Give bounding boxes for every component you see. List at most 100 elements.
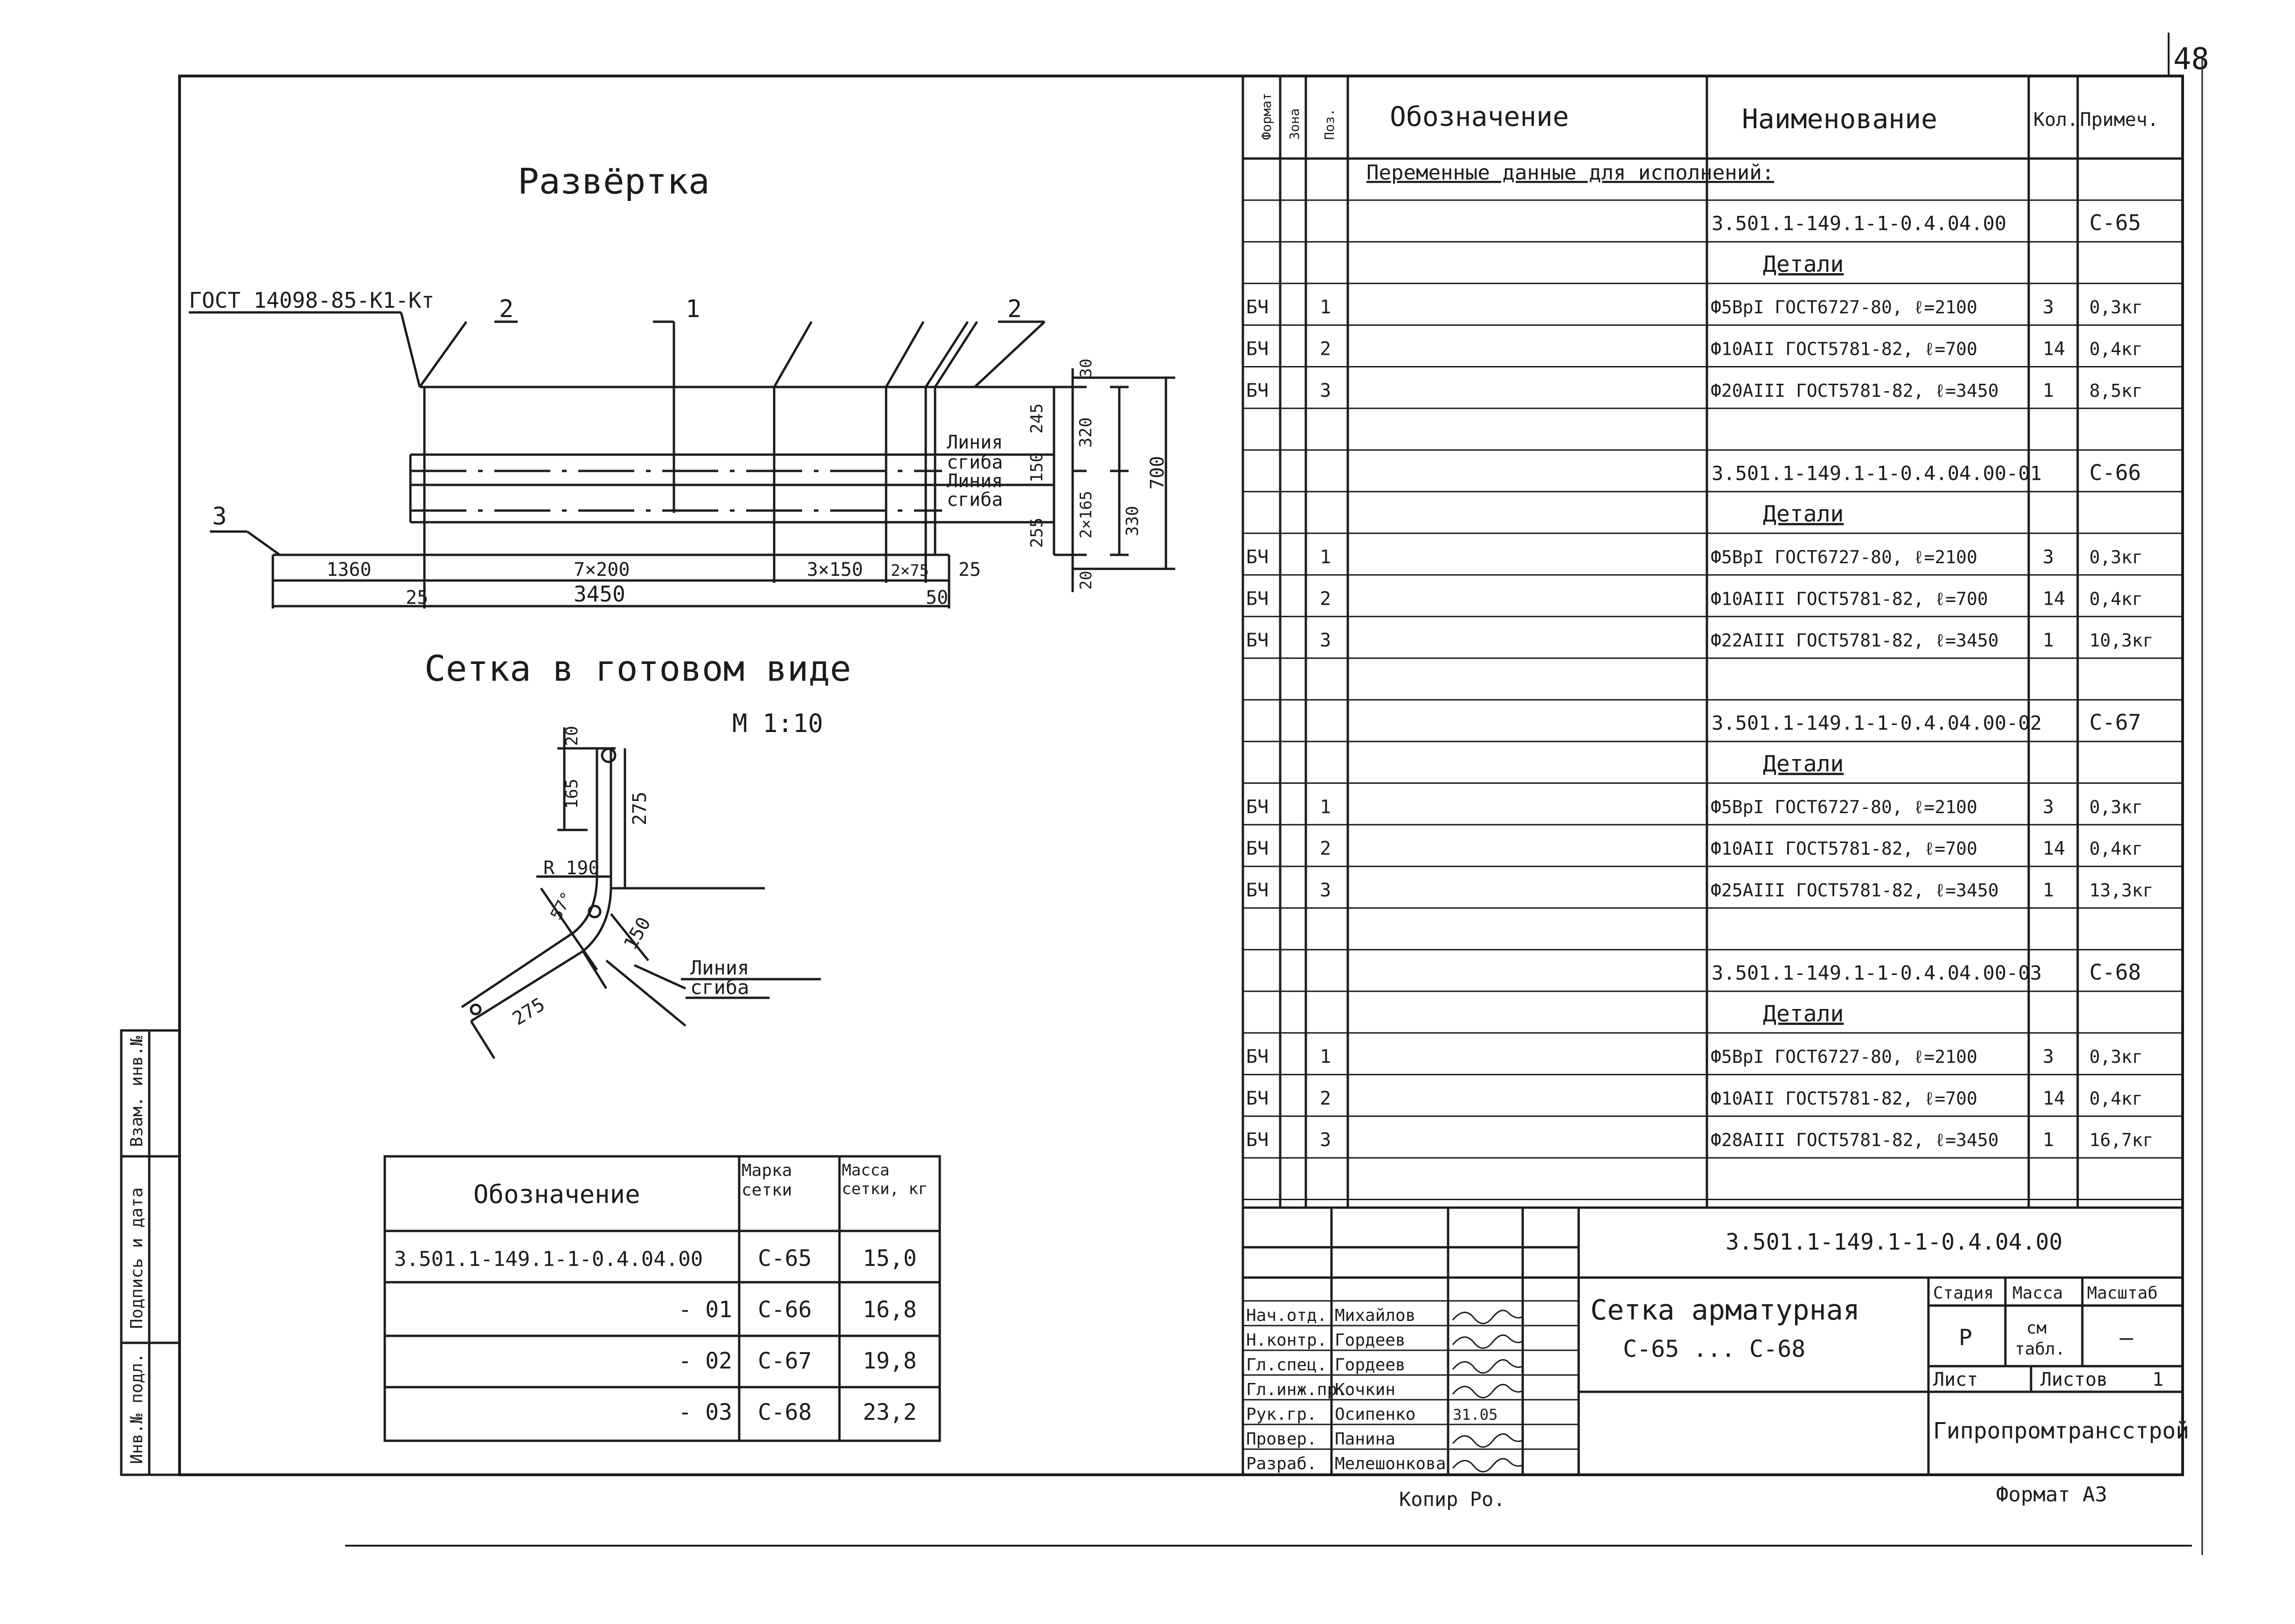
- mass-row-3-mass: 19,8: [863, 1348, 917, 1374]
- ready-dim-165: 165: [562, 779, 582, 809]
- dim-2x165: 2×165: [1077, 491, 1095, 539]
- spec-details-4: Детали: [1763, 1001, 1844, 1027]
- tb-title-line1: Сетка арматурная: [1590, 1294, 1860, 1327]
- ready-dim-150: 150: [620, 913, 655, 954]
- spec-mark-3: С-67: [2089, 710, 2141, 735]
- spec-item-3-1-note: 0,3кг: [2089, 797, 2142, 817]
- tb-name-7: Мелешонкова: [1335, 1454, 1446, 1473]
- dim-3x150: 3×150: [807, 559, 863, 580]
- spec-mark-2: С-66: [2089, 460, 2141, 485]
- tb-sign-date: 31.05: [1453, 1406, 1498, 1424]
- spec-item-2-1-qty: 3: [2043, 546, 2054, 568]
- spec-item-2-3-pos: 3: [1320, 630, 1331, 651]
- spec-item-2-2-name: Ф10АIII ГОСТ5781-82, ℓ=700: [1711, 588, 1988, 609]
- spec-item-2-2-note: 0,4кг: [2089, 588, 2142, 609]
- side-stamp: Инв.№ подл. Подпись и дата Взам. инв.№: [120, 1029, 181, 1476]
- spec-item-1-3-name: Ф20АIII ГОСТ5781-82, ℓ=3450: [1711, 380, 1999, 401]
- spec-item-4-3-format: БЧ: [1246, 1129, 1269, 1151]
- spec-item-3-2-note: 0,4кг: [2089, 838, 2142, 859]
- ready-dim-275-diag: 275: [509, 994, 549, 1030]
- tb-mass-1: см: [2026, 1319, 2046, 1338]
- spec-header-name: Наименование: [1742, 103, 1937, 135]
- bend-line-2a: Линия: [947, 470, 1003, 492]
- spec-item-4-3-qty: 1: [2043, 1129, 2054, 1151]
- spec-item-1-3-format: БЧ: [1246, 380, 1269, 401]
- spec-item-3-2-name: Ф10АII ГОСТ5781-82, ℓ=700: [1711, 838, 1977, 859]
- mass-row-3-mark: С-67: [758, 1348, 812, 1374]
- spec-item-3-1-pos: 1: [1320, 796, 1331, 818]
- dim-25-right: 25: [958, 559, 981, 580]
- spec-item-3-1-qty: 3: [2043, 796, 2054, 818]
- tb-role-1: Нач.отд.: [1246, 1306, 1327, 1325]
- spec-item-3-2-qty: 14: [2043, 838, 2065, 859]
- bend-line-1a: Линия: [947, 432, 1003, 453]
- side-stamp-replace: Взам. инв.№: [127, 1036, 146, 1147]
- spec-variable-note: Переменные данные для исполнений:: [1366, 161, 1774, 185]
- bend-line-2b: сгиба: [947, 489, 1003, 511]
- spec-item-4-2-pos: 2: [1320, 1088, 1331, 1109]
- pos-label-3: 3: [212, 503, 227, 531]
- tb-sheets: 1: [2152, 1369, 2163, 1390]
- spec-header-designation: Обозначение: [1390, 101, 1569, 132]
- tb-doc-code: 3.501.1-149.1-1-0.4.04.00: [1726, 1229, 2062, 1255]
- dim-320: 320: [1076, 417, 1095, 448]
- spec-item-1-3-note: 8,5кг: [2089, 380, 2142, 401]
- gost-label: ГОСТ 14098-85-К1-Кт: [189, 288, 434, 313]
- tb-mass-2: табл.: [2015, 1340, 2065, 1359]
- tb-signature-6: [1452, 1433, 1523, 1448]
- spec-item-4-1-qty: 3: [2043, 1046, 2054, 1068]
- spec-item-2-3-note: 10,3кг: [2089, 630, 2153, 651]
- tb-scale-label: Масштаб: [2087, 1284, 2158, 1303]
- dim-700: 700: [1147, 456, 1168, 490]
- mass-header-mark: Марка сетки: [742, 1161, 792, 1200]
- spec-item-3-2-pos: 2: [1320, 838, 1331, 859]
- tb-role-6: Провер.: [1246, 1430, 1317, 1449]
- spec-item-3-3-qty: 1: [2043, 879, 2054, 901]
- spec-header-format: Формат: [1259, 93, 1274, 140]
- spec-item-4-1-note: 0,3кг: [2089, 1047, 2142, 1067]
- pos-label-1: 1: [686, 295, 700, 323]
- mass-header-mass: Масса сетки, кг: [842, 1161, 928, 1198]
- spec-item-1-2-pos: 2: [1320, 338, 1331, 359]
- spec-mark-4: С-68: [2089, 960, 2141, 985]
- mass-row-2-mark: С-66: [758, 1297, 812, 1323]
- spec-item-2-1-pos: 1: [1320, 546, 1331, 568]
- ready-title: Сетка в готовом виде: [424, 648, 851, 689]
- spec-item-3-1-name: Ф5ВрI ГОСТ6727-80, ℓ=2100: [1711, 797, 1977, 817]
- spec-item-2-2-pos: 2: [1320, 588, 1331, 609]
- spec-item-2-3-qty: 1: [2043, 630, 2054, 651]
- spec-item-1-1-qty: 3: [2043, 297, 2054, 318]
- dim-330: 330: [1123, 506, 1142, 536]
- spec-item-2-1-format: БЧ: [1246, 546, 1269, 568]
- bend-line-1b: сгиба: [947, 452, 1003, 473]
- spec-item-1-2-note: 0,4кг: [2089, 339, 2142, 359]
- spec-code-4: 3.501.1-149.1-1-0.4.04.00-03: [1712, 961, 2042, 984]
- spec-item-3-3-pos: 3: [1320, 879, 1331, 901]
- footer-format: Формат А3: [1996, 1483, 2107, 1507]
- dim-245: 245: [1027, 403, 1047, 434]
- page-number: 48: [2173, 42, 2209, 76]
- spec-item-4-2-name: Ф10АII ГОСТ5781-82, ℓ=700: [1711, 1088, 1977, 1109]
- mass-row-4-designation: - 03: [678, 1399, 732, 1425]
- spec-item-1-3-qty: 1: [2043, 380, 2054, 401]
- spec-item-2-3-name: Ф22АIII ГОСТ5781-82, ℓ=3450: [1711, 630, 1999, 651]
- spec-header-zone: Зона: [1287, 109, 1302, 140]
- mass-row-1-mass: 15,0: [863, 1245, 917, 1272]
- tb-sheet-label: Лист: [1933, 1369, 1978, 1390]
- ready-dim-angle: 57°: [547, 889, 577, 923]
- spec-code-1: 3.501.1-149.1-1-0.4.04.00: [1712, 212, 2006, 235]
- spec-item-2-2-format: БЧ: [1246, 588, 1269, 609]
- pos-label-2a: 2: [499, 295, 513, 323]
- tb-role-5: Рук.гр.: [1246, 1405, 1317, 1424]
- spec-item-4-2-note: 0,4кг: [2089, 1088, 2142, 1109]
- tb-signature-7: [1452, 1458, 1523, 1472]
- side-stamp-sign: Подпись и дата: [127, 1188, 146, 1329]
- spec-item-2-3-format: БЧ: [1246, 630, 1269, 651]
- unfolding-title: Развёртка: [518, 160, 710, 202]
- tb-role-4: Гл.инж.пр.: [1246, 1380, 1347, 1399]
- dim-2x75: 2×75: [891, 561, 929, 580]
- spec-item-4-3-note: 16,7кг: [2089, 1130, 2153, 1150]
- tb-scale: —: [2120, 1325, 2133, 1351]
- spec-item-1-2-format: БЧ: [1246, 338, 1269, 359]
